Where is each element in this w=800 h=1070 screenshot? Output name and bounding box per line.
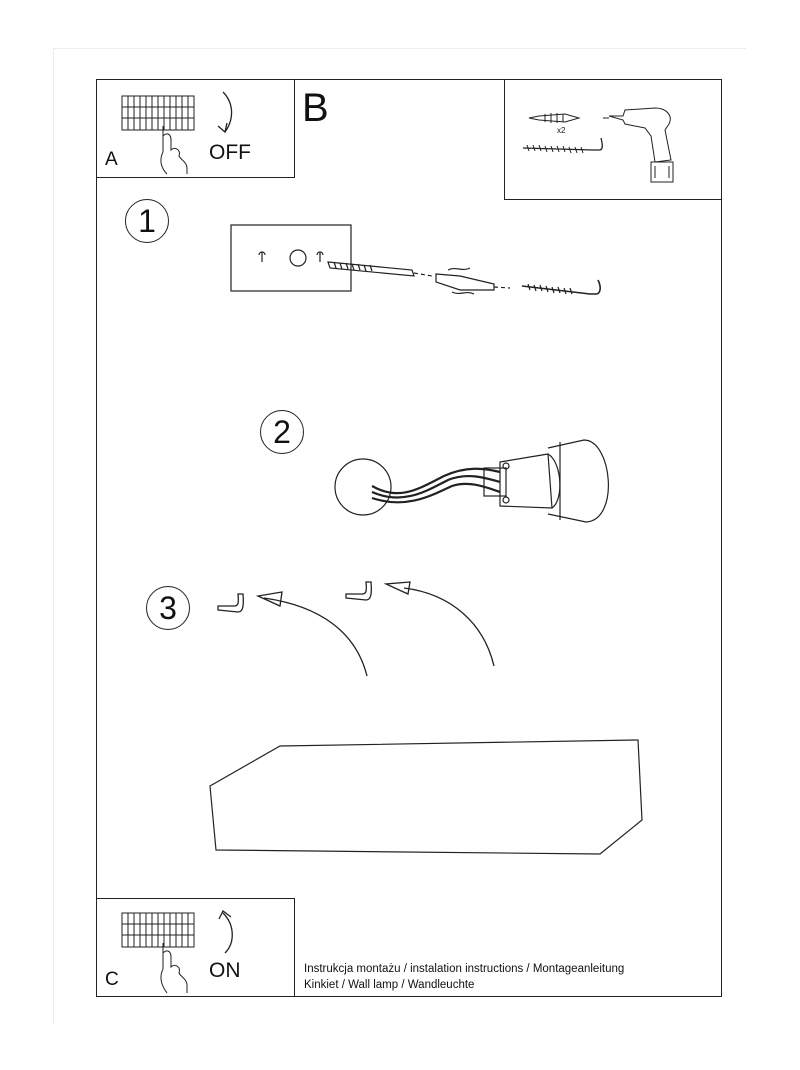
panel-c-letter: C <box>105 969 119 990</box>
panel-b-tools: x2 <box>504 79 722 200</box>
junction-box <box>334 458 392 516</box>
on-label: ON <box>209 959 241 982</box>
breaker-on-illustration <box>121 910 233 994</box>
panel-a-letter: A <box>105 149 118 170</box>
off-label: OFF <box>209 141 251 164</box>
hook-right <box>345 581 372 601</box>
tools-illustration <box>522 107 674 183</box>
breaker-off-illustration <box>121 91 233 175</box>
keyhole-right <box>316 251 324 262</box>
keyhole-left <box>258 251 266 262</box>
center-hole <box>289 249 307 267</box>
step-1-badge: 1 <box>125 199 169 243</box>
instruction-frame <box>96 79 722 997</box>
wall-plug-icon <box>528 113 581 123</box>
arrow-left <box>263 597 368 677</box>
step-2-badge: 2 <box>260 410 304 454</box>
footer-product-line: Kinkiet / Wall lamp / Wandleuchte <box>304 979 475 991</box>
mounting-plate <box>230 224 352 292</box>
arrow-right <box>403 587 495 667</box>
page-sheet <box>53 48 746 1024</box>
panel-c-power-on: C ON <box>96 898 295 997</box>
step-3-badge: 3 <box>146 586 190 630</box>
quantity-label: x2 <box>557 126 566 135</box>
panel-a-power-off: A OFF <box>96 79 295 178</box>
footer-instructions-line: Instrukcja montażu / instalation instruc… <box>304 963 625 975</box>
panel-b-letter: B <box>302 86 329 130</box>
hook-left <box>217 593 244 613</box>
